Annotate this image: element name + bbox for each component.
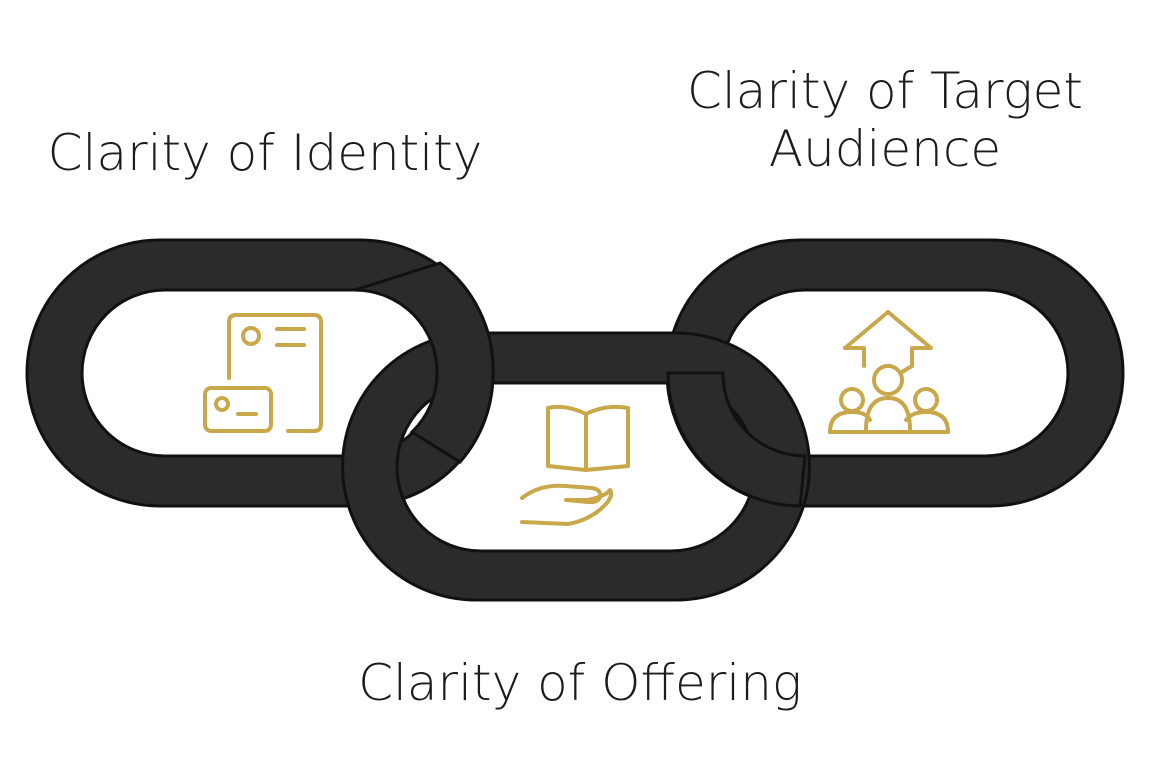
chain-link-left-overlap [354,261,495,464]
label-clarity-of-offering: Clarity of Offering [358,654,802,712]
id-documents-icon [203,313,323,433]
label-clarity-of-target-audience: Clarity of Target Audience [650,62,1120,178]
group-growth-arrow-icon [828,310,950,434]
chain-link-center [341,331,811,602]
label-clarity-of-identity: Clarity of Identity [47,124,483,182]
book-in-hand-icon [520,404,630,526]
label-target-audience-line2: Audience [768,120,1002,178]
label-target-audience-line1: Clarity of Target [686,62,1084,120]
chain-link-right [665,238,1125,508]
chain-link-right-overlap [666,371,807,508]
